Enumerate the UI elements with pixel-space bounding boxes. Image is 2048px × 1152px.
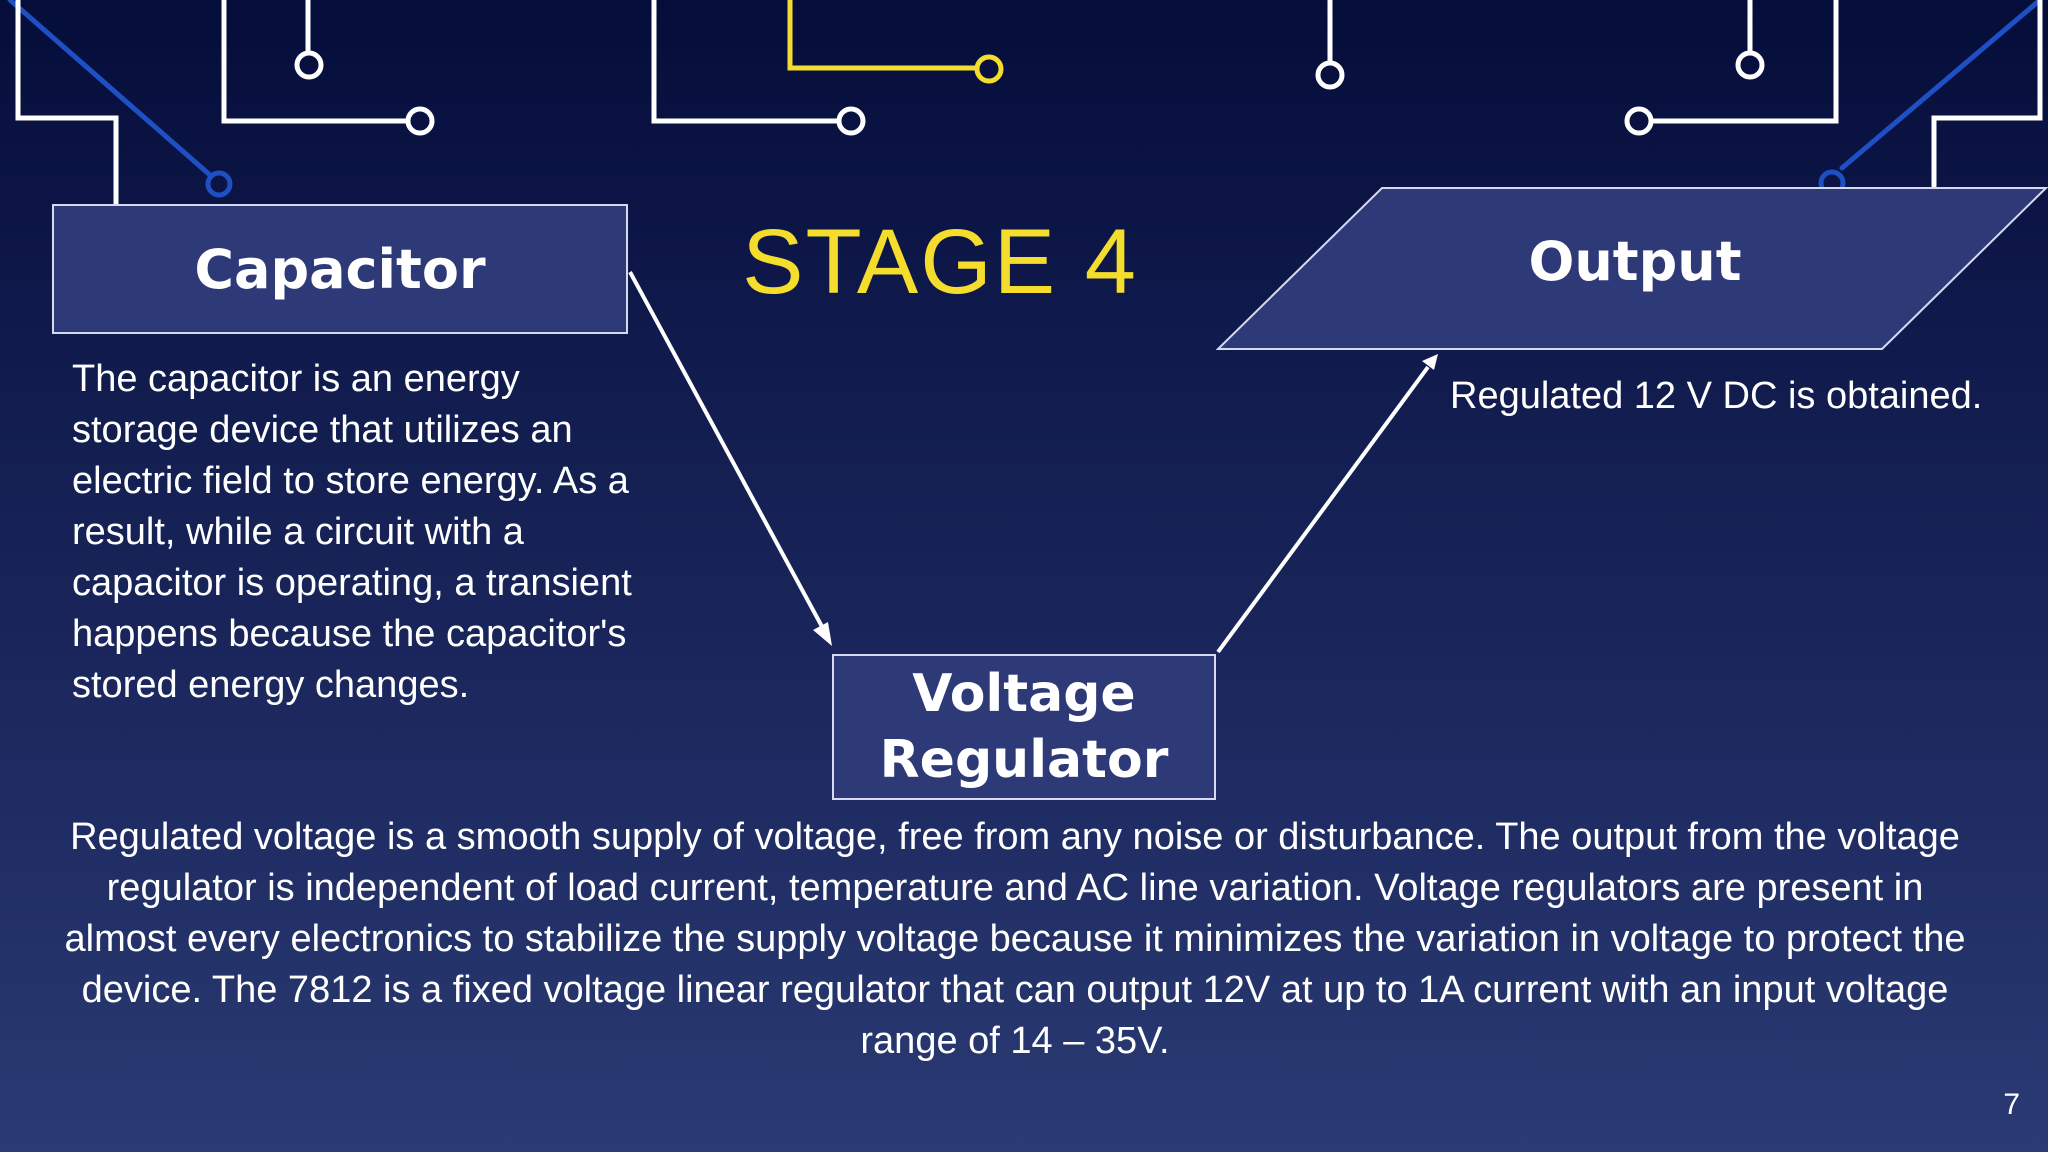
white-node-6 [1735, 50, 1765, 80]
arrow-capacitor-to-regulator [628, 271, 828, 635]
output-label: Output [1528, 230, 1742, 293]
white-node-5 [1315, 60, 1345, 90]
capacitor-box: Capacitor [52, 204, 628, 334]
arrowhead-output [1422, 354, 1438, 370]
white-node-4 [836, 106, 866, 136]
white-trace-4 [651, 0, 839, 124]
capacitor-description: The capacitor is an energy storage devic… [72, 358, 632, 706]
yellow-trace [787, 0, 977, 71]
white-node-7 [1624, 106, 1654, 136]
stage-title: STAGE 4 [742, 211, 1138, 313]
blue-trace-left [7, 0, 213, 178]
blue-node-left [205, 170, 233, 198]
regulator-label-line2: Regulator [879, 730, 1169, 790]
capacitor-label: Capacitor [194, 237, 486, 301]
white-node-3 [405, 106, 435, 136]
arrow-regulator-to-output [1216, 365, 1430, 654]
arrowhead-regulator [813, 622, 832, 646]
voltage-regulator-box: Voltage Regulator [832, 654, 1216, 800]
white-trace-8 [1931, 0, 2043, 189]
page-number: 7 [2003, 1088, 2020, 1121]
output-description: Regulated 12 V DC is obtained. [1450, 375, 1983, 417]
blue-trace-right [1839, 0, 2043, 171]
white-trace-7 [1651, 0, 1839, 124]
white-node-2 [294, 50, 324, 80]
regulator-label-line1: Voltage [912, 664, 1136, 724]
output-shape [1215, 187, 2048, 350]
white-trace-1 [15, 0, 119, 207]
yellow-node [974, 54, 1004, 84]
regulator-description: Regulated voltage is a smooth supply of … [64, 816, 1966, 1062]
white-trace-3 [221, 0, 408, 124]
